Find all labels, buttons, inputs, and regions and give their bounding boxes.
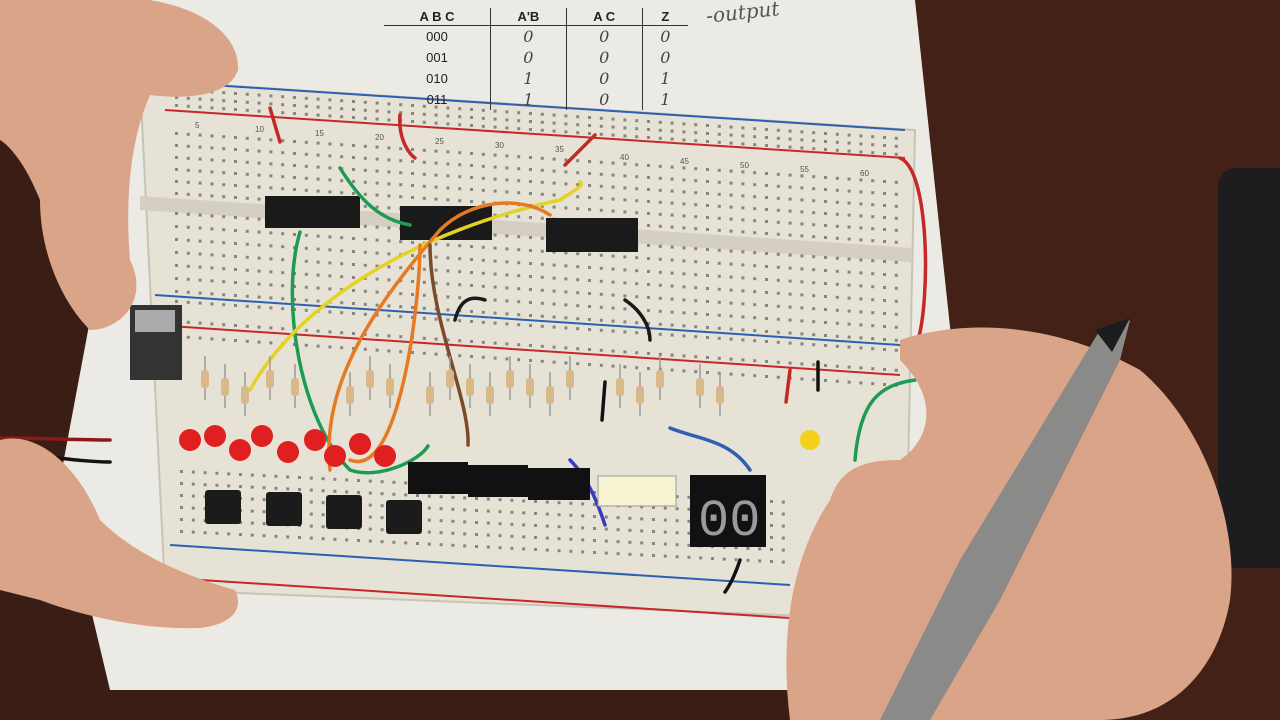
resistor bbox=[346, 386, 354, 404]
resistor bbox=[696, 378, 704, 396]
yellow-led bbox=[800, 430, 820, 450]
dip-switches bbox=[408, 462, 590, 500]
resistor bbox=[266, 370, 274, 388]
rail-blue-mid bbox=[154, 294, 901, 346]
breadboard bbox=[138, 78, 917, 622]
resistor bbox=[616, 378, 624, 396]
column-number: 30 bbox=[495, 141, 504, 150]
column-number: 35 bbox=[555, 145, 564, 154]
rail-red-mid bbox=[154, 324, 901, 376]
resistor bbox=[366, 370, 374, 388]
resistor bbox=[566, 370, 574, 388]
table-cell: 011 bbox=[426, 92, 448, 107]
phone bbox=[1218, 168, 1280, 568]
resistor bbox=[546, 386, 554, 404]
table-header: A C bbox=[565, 8, 643, 26]
push-buttons bbox=[205, 490, 422, 534]
table-cell: 001 bbox=[426, 50, 448, 65]
label-sticker bbox=[597, 475, 677, 507]
column-number: 45 bbox=[680, 157, 689, 166]
resistor bbox=[486, 386, 494, 404]
table-row: 010 1 0 1 bbox=[384, 68, 688, 89]
table-cell: 010 bbox=[426, 71, 448, 86]
ic-chip bbox=[546, 218, 638, 252]
table-cell: 0 bbox=[565, 89, 643, 110]
resistor bbox=[426, 386, 434, 404]
rail-blue-bottom bbox=[169, 544, 791, 586]
column-number: 10 bbox=[255, 125, 264, 134]
table-cell: 1 bbox=[641, 89, 688, 110]
column-number: 15 bbox=[315, 129, 324, 138]
seven-segment-display: 00 bbox=[690, 475, 766, 551]
display-digits: 00 bbox=[698, 492, 760, 551]
table-cell: 0 bbox=[490, 25, 567, 47]
resistor bbox=[466, 378, 474, 396]
table-cell: 1 bbox=[641, 68, 688, 89]
table-cell: 0 bbox=[641, 47, 688, 68]
table-header: Z bbox=[641, 8, 688, 26]
column-number-labels: 5 10 15 20 25 30 35 40 45 50 55 60 bbox=[195, 121, 869, 178]
left-hand bbox=[0, 0, 239, 629]
resistor bbox=[201, 370, 209, 388]
column-number: 25 bbox=[435, 137, 444, 146]
table-cell: 0 bbox=[565, 25, 643, 47]
resistor bbox=[386, 378, 394, 396]
column-number: 20 bbox=[375, 133, 384, 142]
resistor bbox=[241, 386, 249, 404]
jumper-wires bbox=[0, 106, 928, 594]
rail-red-top bbox=[164, 109, 906, 159]
table-cell: 000 bbox=[426, 29, 448, 44]
table-header: A B C bbox=[384, 8, 491, 26]
resistor bbox=[636, 386, 644, 404]
resistor bbox=[716, 386, 724, 404]
column-number: 40 bbox=[620, 153, 629, 162]
table-cell: 1 bbox=[490, 68, 567, 89]
table-row: 001 0 0 0 bbox=[384, 47, 688, 68]
resistor bbox=[526, 378, 534, 396]
column-number: 60 bbox=[860, 169, 869, 178]
column-number: 55 bbox=[800, 165, 809, 174]
resistor bbox=[291, 378, 299, 396]
table-cell: 0 bbox=[490, 47, 567, 68]
ic-chip bbox=[265, 196, 360, 228]
resistor bbox=[656, 370, 664, 388]
table-cell: 0 bbox=[565, 47, 643, 68]
resistor bbox=[506, 370, 514, 388]
rail-red-bottom bbox=[169, 577, 791, 619]
pen bbox=[880, 318, 1130, 720]
table-cell: 0 bbox=[565, 68, 643, 89]
column-number: 50 bbox=[740, 161, 749, 170]
table-header: A'B bbox=[490, 8, 567, 26]
table-cell: 0 bbox=[641, 25, 688, 47]
table-row: 000 0 0 0 bbox=[384, 25, 688, 47]
resistor bbox=[446, 370, 454, 388]
red-led-cluster bbox=[179, 425, 396, 467]
column-number: 5 bbox=[195, 121, 200, 130]
truth-table: A B C A'B A C Z 000 0 0 0 001 0 0 0 010 … bbox=[384, 8, 688, 116]
table-row: 011 1 0 1 bbox=[384, 89, 688, 110]
table-cell: 1 bbox=[490, 89, 567, 110]
resistor bbox=[221, 378, 229, 396]
resistor-row bbox=[201, 356, 724, 416]
